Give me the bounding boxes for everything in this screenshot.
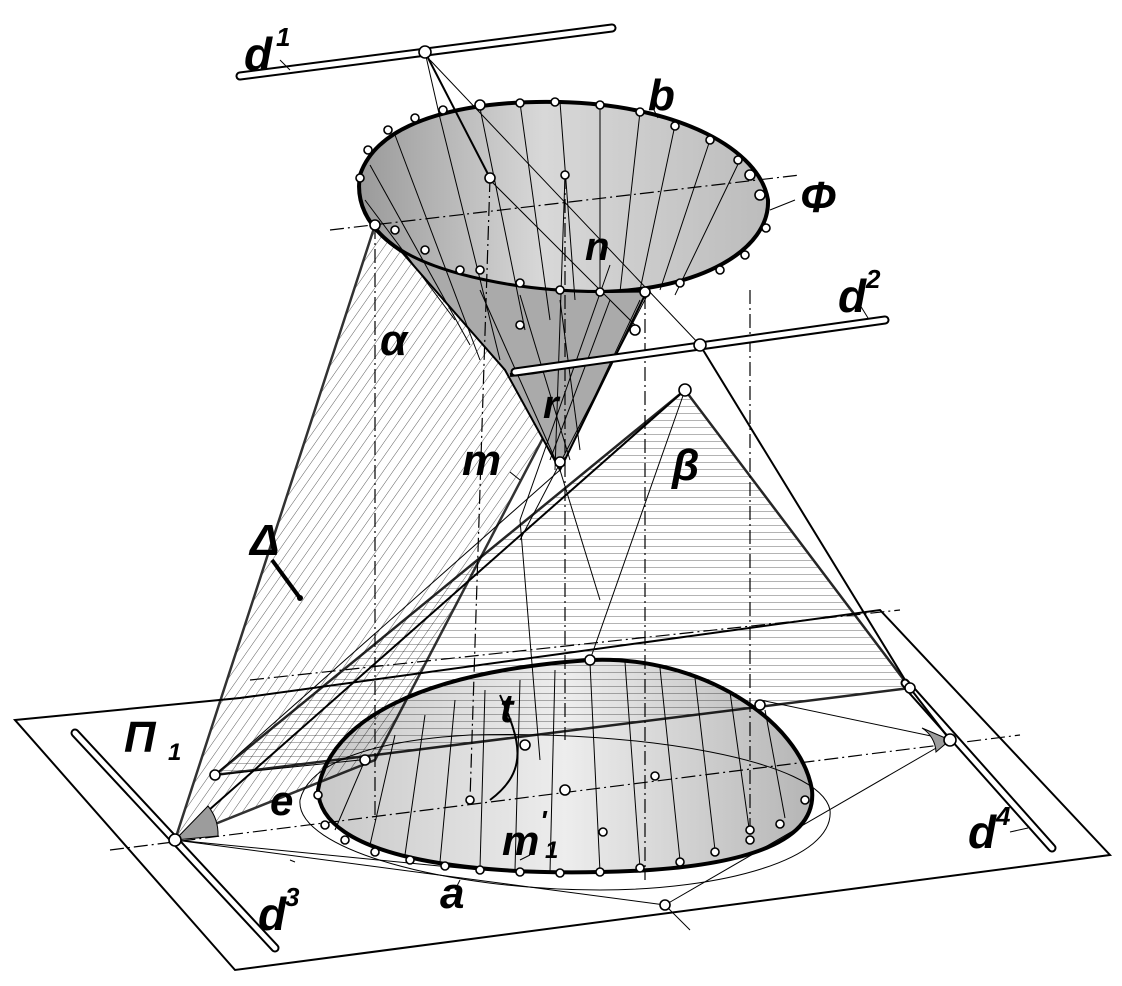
- projection-lines: [374, 175, 751, 880]
- label-t: t: [500, 687, 515, 731]
- label-m1: m: [502, 817, 539, 864]
- label-d2-sup: 2: [865, 264, 881, 294]
- label-phi: Φ: [800, 173, 836, 222]
- label-delta: Δ: [248, 516, 280, 565]
- label-r: r: [543, 383, 561, 427]
- label-d2: d: [838, 270, 867, 322]
- points: [168, 45, 957, 911]
- label-n: n: [585, 225, 609, 269]
- label-m: m: [462, 436, 501, 485]
- angle-marks: [173, 727, 951, 841]
- label-d3: d: [258, 888, 287, 940]
- label-d3-sup: 3: [285, 882, 300, 912]
- label-beta: β: [671, 441, 699, 490]
- lower-cone-generators: [174, 699, 951, 931]
- line-d4: [900, 678, 1057, 853]
- label-d4-sup: 4: [995, 801, 1011, 831]
- delta-point: [297, 595, 303, 601]
- label-d1: d: [244, 28, 273, 80]
- curve-t: [489, 694, 519, 801]
- label-pi: Π: [124, 713, 157, 762]
- label-b: b: [648, 71, 675, 120]
- delta-leader: [270, 558, 302, 600]
- axis-lines: [174, 51, 911, 841]
- label-e: e: [270, 777, 293, 824]
- labels: d 1 d 2 d 3 d 4 b Φ n α r m β Δ t Π 1 e …: [124, 22, 1011, 940]
- upper-cone: [357, 99, 771, 473]
- label-d1-sup: 1: [276, 22, 290, 52]
- leader-d4-plane: [909, 687, 951, 741]
- label-alpha: α: [380, 316, 409, 365]
- label-m1-sub: 1: [545, 837, 558, 864]
- label-d4: d: [968, 806, 997, 858]
- label-pi-sub: 1: [168, 739, 181, 766]
- label-a: a: [440, 869, 464, 918]
- label-m1-sup: ': [540, 805, 548, 836]
